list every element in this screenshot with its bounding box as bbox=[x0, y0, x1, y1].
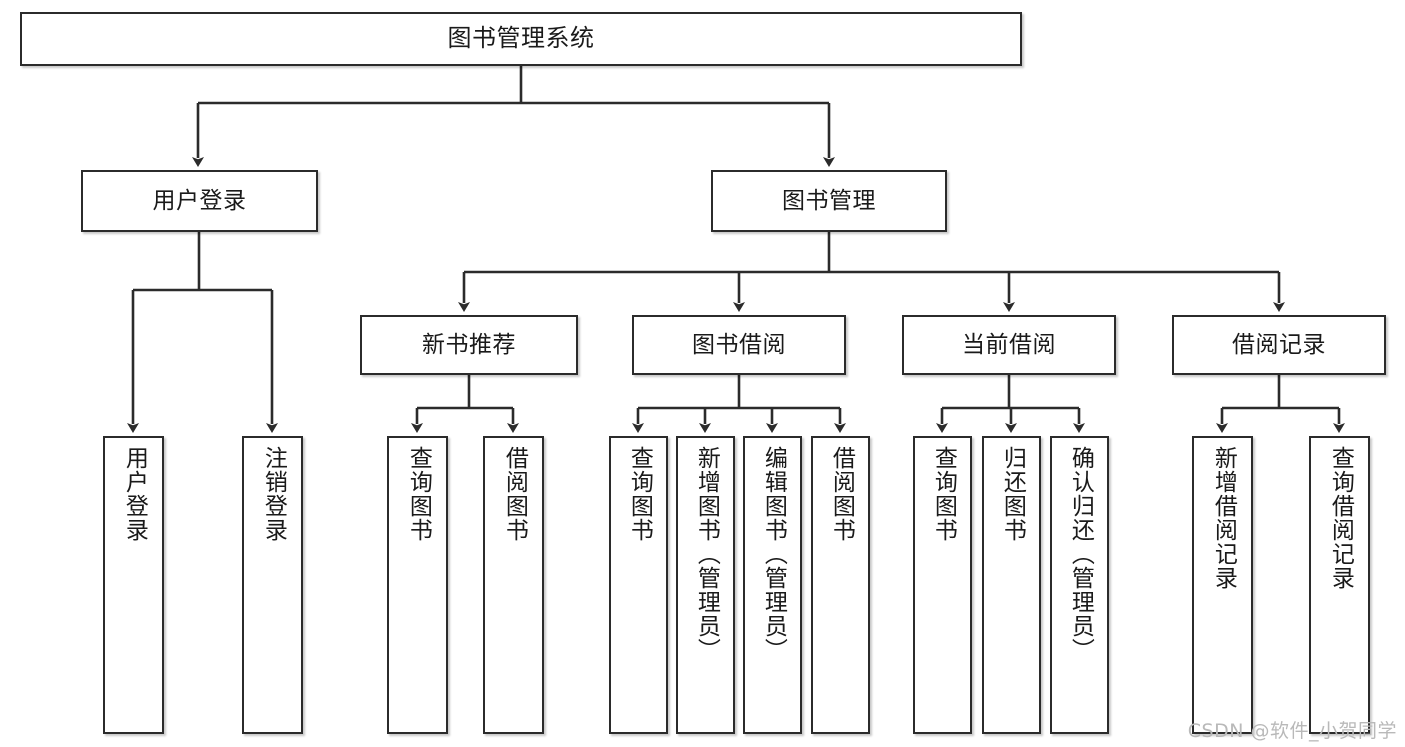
node-leaf-query-book-1-label: 查询图书 bbox=[405, 446, 432, 542]
node-leaf-add-record-label: 新增借阅记录 bbox=[1210, 446, 1237, 590]
node-book-borrow-label: 图书借阅 bbox=[692, 331, 786, 358]
node-leaf-borrow-book-2[interactable]: 借阅图书 bbox=[811, 436, 870, 734]
node-leaf-add-book[interactable]: 新增图书（管理员） bbox=[676, 436, 735, 734]
node-leaf-add-record[interactable]: 新增借阅记录 bbox=[1192, 436, 1253, 734]
node-leaf-borrow-book-2-label: 借阅图书 bbox=[828, 446, 855, 542]
node-leaf-edit-book-label: 编辑图书（管理员） bbox=[760, 446, 787, 662]
node-leaf-edit-book[interactable]: 编辑图书（管理员） bbox=[743, 436, 802, 734]
node-leaf-query-book-1[interactable]: 查询图书 bbox=[387, 436, 448, 734]
node-user-login[interactable]: 用户登录 bbox=[81, 170, 318, 232]
node-leaf-user-login[interactable]: 用户登录 bbox=[103, 436, 164, 734]
node-leaf-query-record-label: 查询借阅记录 bbox=[1327, 446, 1354, 590]
node-borrow-record[interactable]: 借阅记录 bbox=[1172, 315, 1386, 375]
node-leaf-logout-label: 注销登录 bbox=[260, 446, 287, 542]
node-user-login-label: 用户登录 bbox=[152, 187, 247, 214]
node-leaf-return-book-label: 归还图书 bbox=[999, 446, 1026, 542]
node-current-borrow[interactable]: 当前借阅 bbox=[902, 315, 1116, 375]
node-book-borrow[interactable]: 图书借阅 bbox=[632, 315, 846, 375]
node-leaf-return-book[interactable]: 归还图书 bbox=[982, 436, 1041, 734]
node-new-book-recommend[interactable]: 新书推荐 bbox=[360, 315, 578, 375]
node-root[interactable]: 图书管理系统 bbox=[20, 12, 1022, 66]
node-leaf-query-book-2[interactable]: 查询图书 bbox=[609, 436, 668, 734]
node-leaf-query-book-2-label: 查询图书 bbox=[626, 446, 653, 542]
node-leaf-borrow-book-1[interactable]: 借阅图书 bbox=[483, 436, 544, 734]
node-book-manage-label: 图书管理 bbox=[782, 187, 876, 214]
node-leaf-add-book-label: 新增图书（管理员） bbox=[693, 446, 720, 662]
node-leaf-query-record[interactable]: 查询借阅记录 bbox=[1309, 436, 1370, 734]
node-book-manage[interactable]: 图书管理 bbox=[711, 170, 947, 232]
node-current-borrow-label: 当前借阅 bbox=[962, 331, 1056, 358]
node-leaf-user-login-label: 用户登录 bbox=[121, 446, 148, 542]
node-borrow-record-label: 借阅记录 bbox=[1232, 331, 1326, 358]
node-leaf-confirm-return[interactable]: 确认归还（管理员） bbox=[1050, 436, 1109, 734]
node-leaf-logout[interactable]: 注销登录 bbox=[242, 436, 303, 734]
csdn-watermark: CSDN @软件_小贺同学 bbox=[1187, 720, 1397, 742]
node-leaf-confirm-return-label: 确认归还（管理员） bbox=[1067, 446, 1094, 662]
node-leaf-query-book-3-label: 查询图书 bbox=[930, 446, 957, 542]
node-new-book-recommend-label: 新书推荐 bbox=[422, 331, 516, 358]
node-leaf-borrow-book-1-label: 借阅图书 bbox=[501, 446, 528, 542]
node-root-label: 图书管理系统 bbox=[447, 24, 595, 53]
node-leaf-query-book-3[interactable]: 查询图书 bbox=[913, 436, 972, 734]
